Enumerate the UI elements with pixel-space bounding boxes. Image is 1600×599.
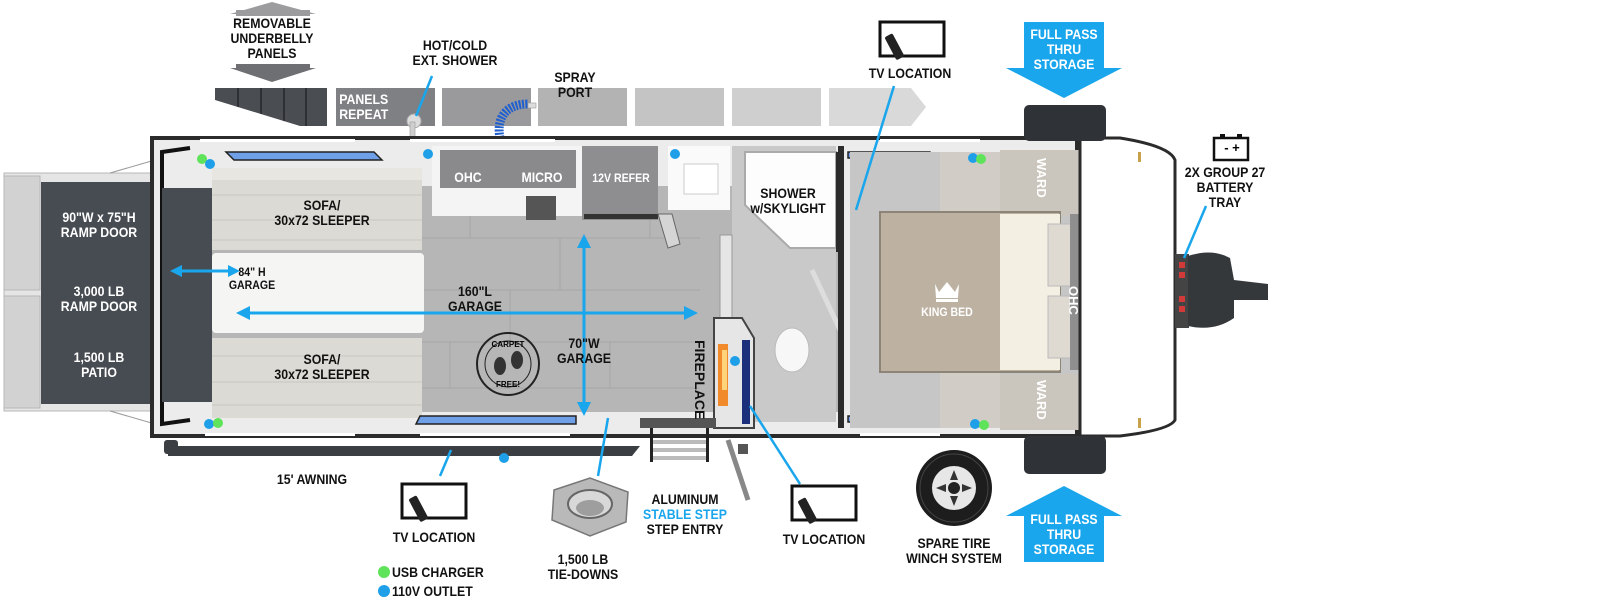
front-cap xyxy=(1078,136,1177,438)
refer-label: 12V REFER xyxy=(592,171,650,185)
tv-location-bottom-left-label: TV LOCATION xyxy=(392,529,476,545)
tv-location-bottom-right-label: TV LOCATION xyxy=(782,531,866,547)
dimension-arrows xyxy=(170,234,698,416)
step-label-line1: ALUMINUM xyxy=(651,491,719,507)
ramp-door-capacity-label: 3,000 LB RAMP DOOR xyxy=(60,283,138,314)
carpet-free-top-text: CARPET xyxy=(491,340,525,349)
garage-length-label: 160"L GARAGE xyxy=(447,283,503,314)
panels-repeat-label: PANELS REPEAT xyxy=(339,91,389,122)
legend-outlet-label: 110V OUTLET xyxy=(392,583,473,599)
spare-tire-label: SPARE TIRE WINCH SYSTEM xyxy=(906,535,1002,566)
entry-step-icon xyxy=(640,418,751,501)
crown-icon xyxy=(935,282,959,302)
bed-label: KING BED xyxy=(921,305,973,319)
spray-port-hose-icon xyxy=(494,99,537,139)
battery-icon-text: - + xyxy=(1224,140,1240,155)
storage-top-label: FULL PASS THRU STORAGE xyxy=(1030,26,1098,72)
spare-tire-icon xyxy=(916,450,992,526)
storage-door-top xyxy=(1024,105,1106,141)
ward-bottom-label: WARD xyxy=(1034,380,1049,420)
battery-tray-label: 2X GROUP 27 BATTERY TRAY xyxy=(1184,164,1266,210)
legend-usb-dot xyxy=(378,566,390,578)
spray-port-label: SPRAY PORT xyxy=(554,69,596,100)
storage-bottom-label: FULL PASS THRU STORAGE xyxy=(1030,511,1098,557)
tv-icon-top xyxy=(878,20,946,60)
carpet-free-bottom-text: FREE! xyxy=(496,380,520,389)
carpet-free-stamp-icon xyxy=(476,332,540,396)
ramp-door xyxy=(3,159,156,425)
ramp-door-size-label: 90"W x 75"H RAMP DOOR xyxy=(60,209,138,240)
sofa-bottom-label: SOFA/ 30x72 SLEEPER xyxy=(274,351,370,382)
underbelly-label: REMOVABLE UNDERBELLY PANELS xyxy=(230,15,314,61)
awning-label: 15' AWNING xyxy=(276,471,348,487)
leader-lines xyxy=(414,75,1208,485)
storage-door-bottom xyxy=(1024,436,1106,474)
legend-outlet-dot xyxy=(378,585,390,597)
micro-label: MICRO xyxy=(521,169,563,185)
shower-label: SHOWER w/SKYLIGHT xyxy=(750,185,826,216)
storage-arrow-down-icon xyxy=(1006,22,1122,98)
step-label-line2: STABLE STEP xyxy=(643,506,727,522)
underbelly-arrow-icon xyxy=(230,2,316,82)
ext-shower-label: HOT/COLD EXT. SHOWER xyxy=(412,37,498,68)
legend-usb-label: USB CHARGER xyxy=(392,564,484,580)
sofa-top xyxy=(212,168,422,250)
tv-icon-bottom-left xyxy=(400,482,468,522)
kitchen xyxy=(432,146,681,249)
sofa-top-label: SOFA/ 30x72 SLEEPER xyxy=(274,197,370,228)
tie-downs-label: 1,500 LB TIE-DOWNS xyxy=(547,551,619,582)
awning xyxy=(164,440,640,456)
battery-tray-tongue xyxy=(1175,252,1268,328)
tie-down-icon xyxy=(551,477,629,537)
bathroom xyxy=(668,146,844,428)
ward-top-label: WARD xyxy=(1034,158,1049,198)
plan-outlets xyxy=(197,149,989,463)
garage-height-label: 84" H GARAGE xyxy=(228,265,276,292)
battery-icon xyxy=(1212,134,1250,162)
garage-width-label: 70"W GARAGE xyxy=(556,335,612,366)
bedroom xyxy=(850,150,1080,430)
tv-location-top-label: TV LOCATION xyxy=(868,65,952,81)
patio-capacity-label: 1,500 LB PATIO xyxy=(73,349,125,380)
step-label-line3: STEP ENTRY xyxy=(646,521,724,537)
tv-icon-bottom-right xyxy=(790,484,858,524)
storage-arrow-up-icon xyxy=(1006,486,1122,562)
kitchen-ohc-label: OHC xyxy=(454,169,482,185)
fireplace-label: FIREPLACE xyxy=(692,340,708,420)
ext-shower-icon xyxy=(406,113,422,138)
fireplace-icon xyxy=(713,317,755,429)
bed-ohc-label: OHC xyxy=(1066,286,1081,315)
sofa-bottom xyxy=(212,338,422,418)
